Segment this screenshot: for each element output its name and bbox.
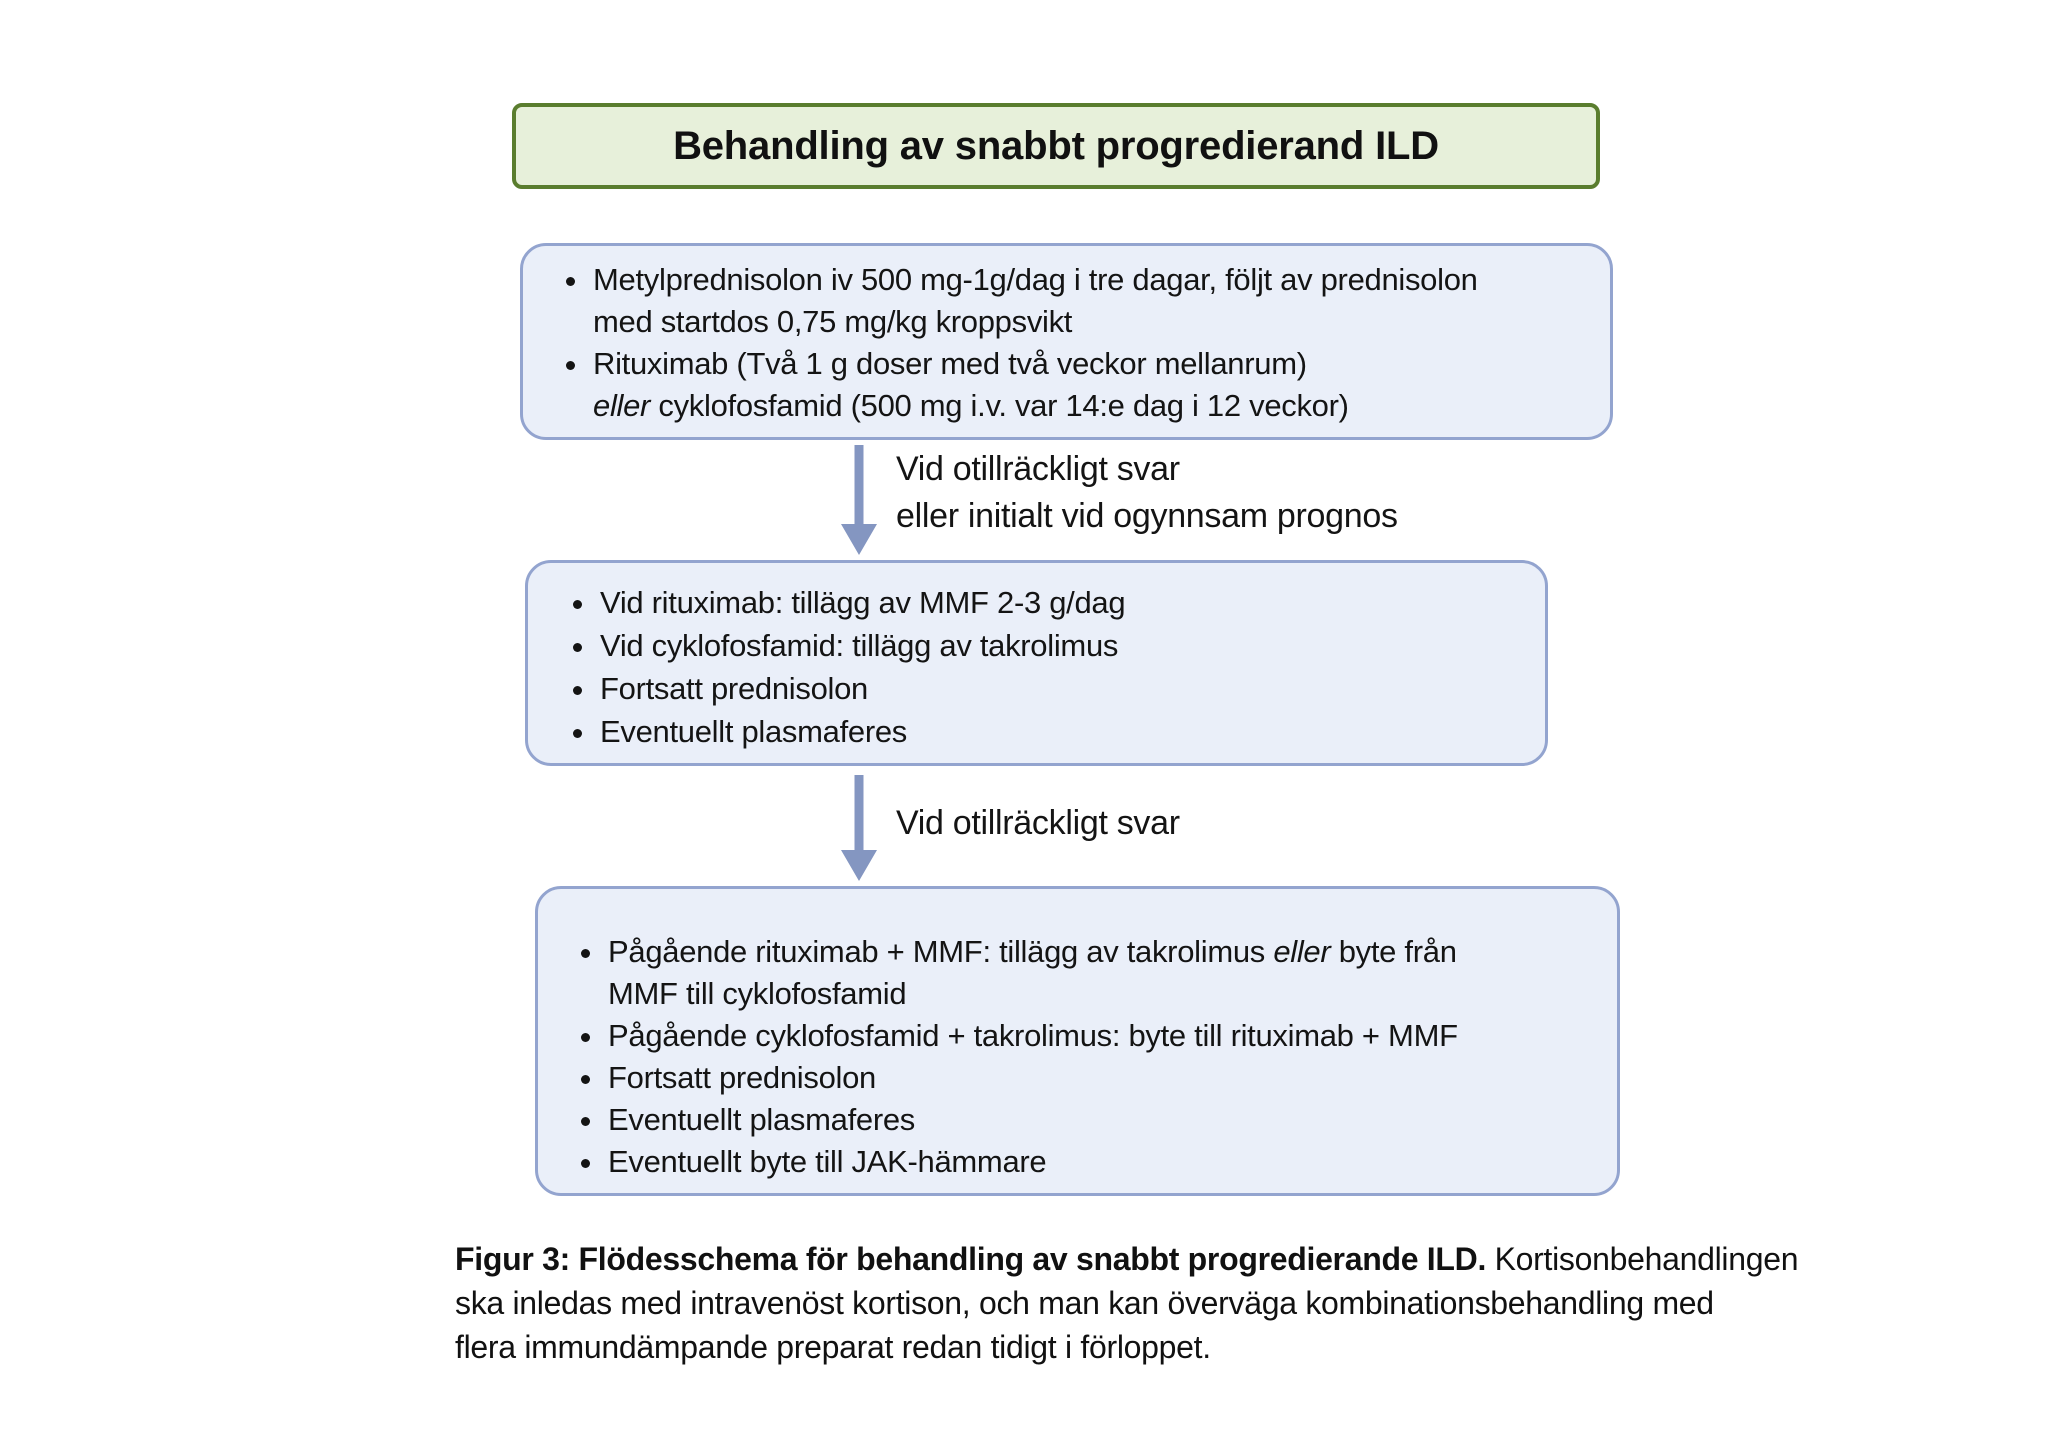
- step-box-third-line: Pågående rituximab + MMF: tillägg av tak…: [535, 886, 1620, 1196]
- arrow-label-line: Vid otillräckligt svar: [896, 804, 1180, 842]
- arrow-label-line: eller initialt vid ogynnsam prognos: [896, 497, 1398, 535]
- caption-line: Figur 3: Flödesschema för behandling av …: [455, 1241, 1799, 1277]
- down-arrow-icon: [841, 775, 877, 881]
- arrow-label-line: Vid otillräckligt svar: [896, 450, 1180, 488]
- flowchart-title-box: Behandling av snabbt progredierand ILD: [512, 103, 1600, 189]
- arrow-label: Vid otillräckligt svar eller initialt vi…: [896, 446, 1398, 540]
- bullet-item: Vid cyklofosfamid: tillägg av takrolimus: [598, 624, 1537, 667]
- bullet-list: Vid rituximab: tillägg av MMF 2-3 g/dag …: [528, 581, 1537, 753]
- bullet-item: Eventuellt plasmaferes: [606, 1099, 1589, 1141]
- bullet-item: Rituximab (Två 1 g doser med två veckor …: [591, 343, 1602, 427]
- bullet-list: Pågående rituximab + MMF: tillägg av tak…: [538, 931, 1589, 1183]
- caption-line: flera immundämpande preparat redan tidig…: [455, 1329, 1211, 1365]
- bullet-item: Pågående cyklofosfamid + takrolimus: byt…: [606, 1015, 1589, 1057]
- caption-line: ska inledas med intravenöst kortison, oc…: [455, 1285, 1714, 1321]
- down-arrow-icon: [841, 445, 877, 555]
- flowchart-title: Behandling av snabbt progredierand ILD: [673, 123, 1439, 168]
- step-box-second-line: Vid rituximab: tillägg av MMF 2-3 g/dag …: [525, 560, 1548, 766]
- figure-caption: Figur 3: Flödesschema för behandling av …: [455, 1237, 1855, 1369]
- bullet-item: Fortsatt prednisolon: [606, 1057, 1589, 1099]
- bullet-list: Metylprednisolon iv 500 mg-1g/dag i tre …: [523, 259, 1602, 427]
- bullet-item: Fortsatt prednisolon: [598, 667, 1537, 710]
- arrow-label: Vid otillräckligt svar: [896, 800, 1180, 847]
- bullet-item: Metylprednisolon iv 500 mg-1g/dag i tre …: [591, 259, 1602, 343]
- bullet-item: Vid rituximab: tillägg av MMF 2-3 g/dag: [598, 581, 1537, 624]
- step-box-initial-treatment: Metylprednisolon iv 500 mg-1g/dag i tre …: [520, 243, 1613, 440]
- bullet-item: Pågående rituximab + MMF: tillägg av tak…: [606, 931, 1589, 1015]
- bullet-item: Eventuellt byte till JAK-hämmare: [606, 1141, 1589, 1183]
- bullet-item: Eventuellt plasmaferes: [598, 710, 1537, 753]
